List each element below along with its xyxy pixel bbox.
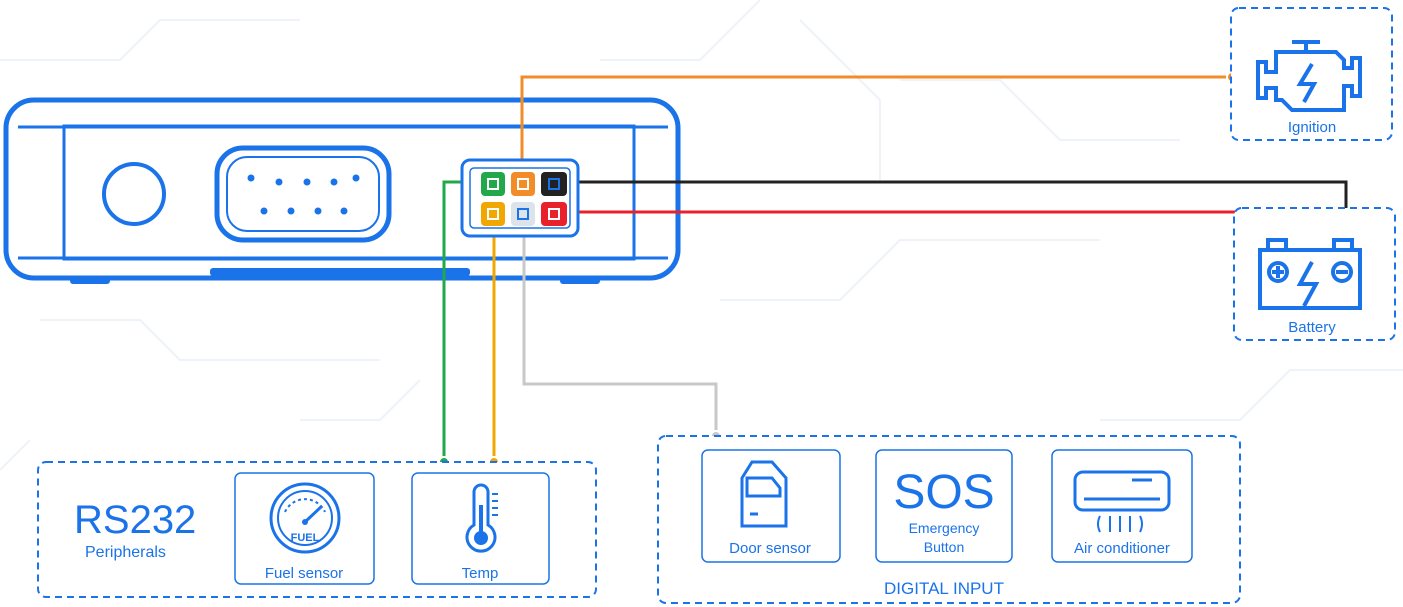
temp-label: Temp (462, 565, 499, 582)
ignition-box: Ignition (1230, 7, 1393, 141)
air-conditioner-icon (1073, 470, 1171, 533)
fuel-sensor-card: FUEL Fuel sensor (234, 472, 375, 585)
rs232-title: RS232 (74, 498, 196, 542)
wire-gray-door (522, 222, 718, 436)
pin-red (541, 202, 567, 226)
ignition-label: Ignition (1288, 119, 1336, 136)
wire-orange-ignition (520, 75, 1232, 182)
pin-orange (511, 172, 535, 196)
serial-port (214, 145, 392, 243)
sos-text: SOS (893, 466, 994, 519)
engine-icon (1256, 40, 1362, 112)
pin-gray (511, 202, 535, 226)
battery-box: Battery (1233, 207, 1396, 341)
sos-card: SOS Emergency Button (875, 449, 1013, 563)
power-connector (460, 158, 580, 238)
thermometer-icon (465, 483, 498, 553)
circuit-background (0, 0, 1403, 471)
battery-icon (1258, 238, 1362, 310)
pin-yellow (481, 202, 505, 226)
sos-label-line2: Button (924, 539, 964, 555)
door-sensor-label: Door sensor (729, 540, 811, 557)
pin-green (481, 172, 505, 196)
fuel-gauge-text: FUEL (291, 532, 320, 544)
battery-label: Battery (1288, 319, 1336, 336)
air-conditioner-label: Air conditioner (1074, 540, 1170, 557)
temp-card: Temp (411, 472, 550, 585)
digital-input-group: Door sensor SOS Emergency Button Air con… (657, 435, 1241, 604)
sos-label-line1: Emergency (909, 520, 980, 536)
fuel-sensor-label: Fuel sensor (265, 565, 343, 582)
rs232-subtitle: Peripherals (85, 544, 166, 561)
air-conditioner-card: Air conditioner (1051, 449, 1193, 563)
digital-input-title: DIGITAL INPUT (884, 579, 1004, 598)
fuel-gauge-icon: FUEL (269, 482, 341, 554)
pin-black (541, 172, 567, 196)
power-button[interactable] (102, 162, 166, 226)
rs232-group: RS232 Peripherals FUEL Fuel sensor T (37, 461, 597, 598)
car-door-icon (740, 460, 788, 528)
door-sensor-card: Door sensor (701, 449, 841, 563)
